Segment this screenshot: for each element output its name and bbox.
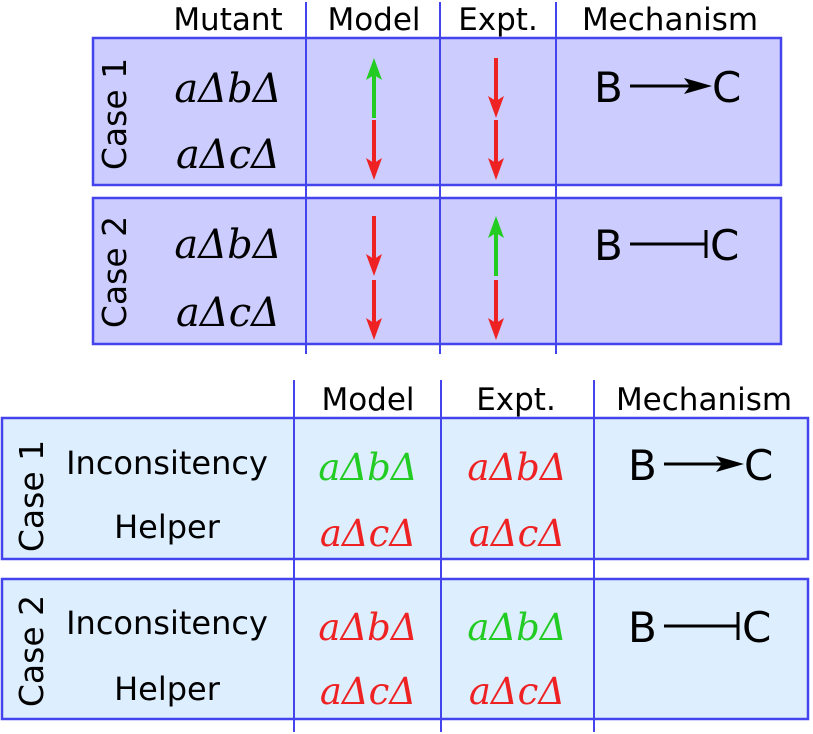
- up-arrow-icon: [488, 216, 504, 276]
- top-case2-mech-left: B: [594, 221, 623, 270]
- bottom-case1-mechanism: B C: [628, 441, 773, 490]
- top-table: Mutant Model Expt. Mechanism Case 1 Case…: [91, 2, 783, 354]
- top-case1-panel: [91, 36, 783, 187]
- top-case1-mech-right: C: [712, 63, 741, 112]
- arrow-head: [488, 158, 504, 180]
- top-case1-mutant-1: aΔbΔ: [174, 66, 281, 112]
- top-case2-panel: [91, 196, 783, 346]
- bottom-case2-model-2: aΔcΔ: [320, 670, 416, 713]
- bottom-header-mechanism: Mechanism: [616, 382, 792, 418]
- bottom-header-expt: Expt.: [476, 382, 556, 418]
- top-case1-mech-left: B: [594, 63, 623, 112]
- bottom-case1-expt-1: aΔbΔ: [467, 446, 566, 489]
- top-case2-label: Case 2: [95, 216, 134, 328]
- bottom-case2-row2-label: Helper: [114, 670, 221, 708]
- bottom-case1-model-2: aΔcΔ: [320, 512, 416, 555]
- top-case1-mutant-2: aΔcΔ: [176, 132, 280, 178]
- down-arrow-icon: [366, 280, 382, 340]
- arrow-head: [488, 216, 504, 238]
- top-header-mutant: Mutant: [173, 2, 282, 38]
- bottom-case2-expt-2: aΔcΔ: [469, 670, 565, 713]
- bottom-case1-row1-label: Inconsitency: [66, 444, 268, 482]
- bottom-case1-model-1: aΔbΔ: [318, 446, 417, 489]
- bottom-case2-panel: [0, 577, 810, 721]
- arrow-head: [488, 318, 504, 340]
- down-arrow-icon: [488, 58, 504, 118]
- bottom-table: Model Expt. Mechanism Case 1 Case 2 Inco…: [0, 380, 810, 732]
- top-header-mechanism: Mechanism: [582, 2, 758, 38]
- bottom-case2-mech-left: B: [628, 603, 657, 652]
- down-arrow-icon: [366, 120, 382, 180]
- down-arrow-icon: [366, 216, 382, 276]
- up-arrow-icon: [366, 58, 382, 118]
- bottom-case2-expt-1: aΔbΔ: [467, 606, 566, 649]
- bottom-case2-label: Case 2: [12, 595, 51, 707]
- top-case2-mech-right: C: [710, 221, 739, 270]
- bottom-case1-row2-label: Helper: [114, 508, 221, 546]
- bottom-case1-panel: [0, 416, 810, 561]
- bottom-case2-model-1: aΔbΔ: [318, 606, 417, 649]
- top-direction-arrows: [366, 58, 504, 340]
- bottom-case1-expt-2: aΔcΔ: [469, 512, 565, 555]
- top-case2-mechanism: B C: [594, 221, 739, 270]
- down-arrow-icon: [488, 280, 504, 340]
- bottom-case1-label: Case 1: [12, 440, 51, 552]
- arrow-head: [366, 254, 382, 276]
- top-header-model: Model: [327, 2, 420, 38]
- arrow-head: [366, 158, 382, 180]
- arrow-head: [488, 96, 504, 118]
- top-case2-mutant-2: aΔcΔ: [176, 290, 280, 336]
- arrow-head: [366, 58, 382, 80]
- activation-arrowhead-icon: [684, 78, 712, 94]
- top-case2-mutant-1: aΔbΔ: [174, 222, 281, 268]
- top-header-expt: Expt.: [458, 2, 538, 38]
- top-case1-mechanism: B C: [594, 63, 741, 112]
- down-arrow-icon: [488, 120, 504, 180]
- activation-arrowhead-icon: [716, 456, 744, 472]
- bottom-header-model: Model: [321, 382, 414, 418]
- bottom-case1-mech-right: C: [744, 441, 773, 490]
- top-case1-label: Case 1: [95, 58, 134, 170]
- bottom-case2-mech-right: C: [742, 603, 771, 652]
- bottom-case2-mechanism: B C: [628, 603, 771, 652]
- bottom-case2-row1-label: Inconsitency: [66, 604, 268, 642]
- bottom-case1-mech-left: B: [628, 441, 657, 490]
- arrow-head: [366, 318, 382, 340]
